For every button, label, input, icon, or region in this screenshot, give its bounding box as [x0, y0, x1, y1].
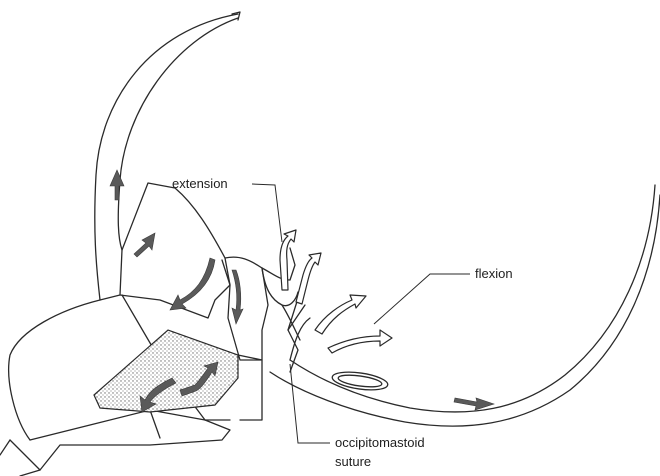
flexion-label: flexion	[475, 266, 513, 281]
flexion-arrow-2	[328, 330, 392, 353]
flexion-leader	[374, 274, 470, 324]
suture-label-line1: occipitomastoid	[335, 435, 425, 450]
extension-leader	[252, 184, 282, 242]
arc-arrow	[110, 170, 124, 200]
temporal-bone	[100, 183, 300, 340]
leader-lines	[252, 184, 470, 443]
occipital-arrow	[454, 398, 494, 410]
upper-arc-bone	[95, 12, 240, 300]
curved-arrow-b	[232, 270, 243, 324]
extension-arrow-2	[296, 253, 321, 304]
stippled-region	[94, 330, 262, 420]
flexion-arrow-1	[315, 295, 366, 334]
foramen-oval	[331, 369, 389, 393]
extension-label: extension	[172, 176, 228, 191]
suture-label-line2: suture	[335, 454, 371, 469]
curved-arrow-a	[170, 258, 215, 310]
mastoid-process	[222, 260, 268, 360]
occipital-arc	[270, 185, 660, 426]
temporal-arrow	[134, 233, 155, 257]
suture-leader	[290, 364, 330, 443]
